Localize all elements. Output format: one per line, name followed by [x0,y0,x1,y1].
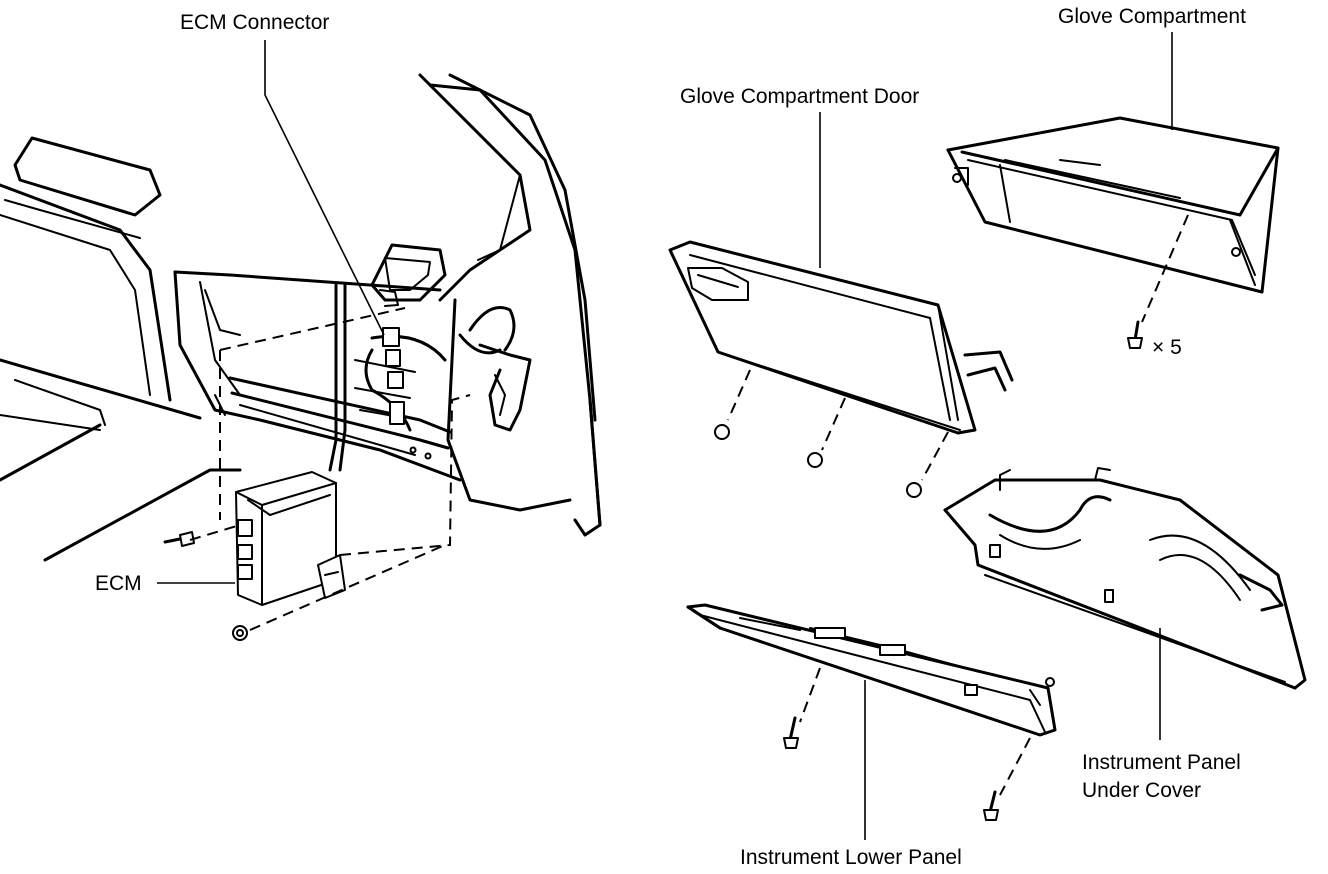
leader-lines [157,32,1173,840]
dashboard-left-section [0,73,602,562]
door-clips [714,369,949,498]
instrument-panel-under-cover-part [943,467,1307,690]
label-ecm-connector: ECM Connector [180,11,330,34]
label-ecm: ECM [95,572,142,595]
label-instrument-panel-under-cover-line2: Under Cover [1082,779,1202,802]
label-instrument-lower-panel: Instrument Lower Panel [740,846,962,869]
glove-compartment-door-part [668,240,1014,435]
label-instrument-panel-under-cover-line1: Instrument Panel [1082,751,1241,774]
lower-panel-screws [783,667,1031,821]
label-quantity: × 5 [1152,336,1182,359]
glove-compartment-part [946,116,1280,294]
glove-compartment-screw [1127,214,1189,349]
ecm-bolts [163,531,248,641]
label-glove-compartment: Glove Compartment [1058,5,1246,28]
label-glove-compartment-door: Glove Compartment Door [680,85,920,108]
instrument-lower-panel-part [686,603,1057,737]
ecm-unit [235,471,346,606]
ecm-assembly-lines [189,307,471,631]
